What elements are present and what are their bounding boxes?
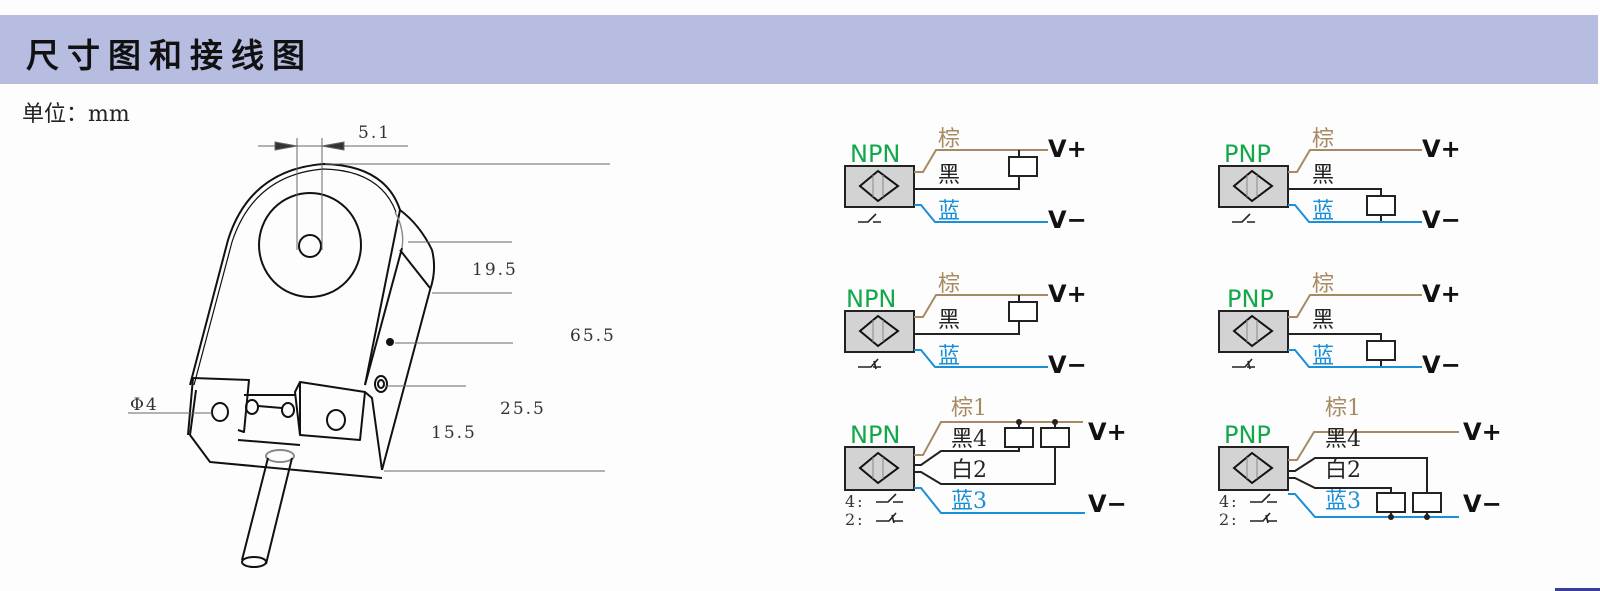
unit-label: 单位：mm <box>22 102 130 127</box>
wire-blue-label: 蓝 <box>1312 199 1334 224</box>
load-relay-2 <box>1040 427 1070 448</box>
wiring-diagram-pnp-4wire: PNP 棕1 黑4 白2 蓝3 V+ V− 4: 2: <box>1218 396 1502 529</box>
vminus-label: V− <box>1422 351 1461 379</box>
wire-black-label: 黑4 <box>1325 427 1361 452</box>
sensor-diamond-icon <box>1232 451 1274 485</box>
wire-brown-label: 棕 <box>938 127 960 152</box>
vminus-label: V− <box>1048 351 1087 379</box>
sensor-body-outline <box>189 163 401 386</box>
vplus-label: V+ <box>1088 418 1127 446</box>
vplus-label: V+ <box>1048 135 1087 163</box>
vplus-label: V+ <box>1422 280 1461 308</box>
type-label: PNP <box>1227 285 1274 313</box>
wire-brown-label: 棕 <box>1312 272 1334 297</box>
sensor-diamond-icon <box>1232 169 1274 203</box>
wire-black-label: 黑 <box>1312 163 1334 188</box>
switch-nc-label: 2: <box>1219 510 1239 529</box>
switch-nc-icon <box>858 358 881 370</box>
switch-nc-icon <box>876 512 903 524</box>
type-label: NPN <box>846 285 896 313</box>
wire-brown-label: 棕 <box>938 272 960 297</box>
type-label: PNP <box>1224 421 1271 449</box>
bottom-accent-bar <box>1555 588 1600 591</box>
switch-nc-icon <box>1232 358 1255 370</box>
type-label: PNP <box>1224 140 1271 168</box>
vminus-label: V− <box>1048 206 1087 234</box>
wire-black-label: 黑4 <box>951 427 987 452</box>
type-label: NPN <box>850 140 900 168</box>
sensor-diamond-icon <box>1232 314 1274 348</box>
switch-no-icon <box>858 213 881 223</box>
sensor-side-face <box>381 209 436 471</box>
switch-nc-icon <box>1250 512 1277 524</box>
load-relay <box>1366 340 1396 361</box>
switch-no-icon <box>1232 213 1255 223</box>
switch-no-icon <box>876 493 903 503</box>
load-relay-2 <box>1412 492 1442 513</box>
wire-black-label: 黑 <box>1312 308 1334 333</box>
switch-no-label: 4: <box>845 492 865 511</box>
vplus-label: V+ <box>1422 135 1461 163</box>
wire-brown-label: 棕 <box>1312 127 1334 152</box>
dim-hole-offset: 5.1 <box>358 123 391 143</box>
wire-black-label: 黑 <box>938 308 960 333</box>
switch-nc-label: 2: <box>845 510 865 529</box>
sensor-body-inner <box>193 168 397 386</box>
sensor-diamond-icon <box>858 314 900 348</box>
wire-blue-label: 蓝3 <box>951 489 987 514</box>
lens-circle <box>258 192 362 298</box>
wire-brown-label: 棕1 <box>1325 396 1361 421</box>
wire-blue-label: 蓝 <box>938 344 960 369</box>
load-relay <box>1008 156 1038 177</box>
vminus-label: V− <box>1422 206 1461 234</box>
wiring-diagram-npn-nc: NPN 棕 黑 蓝 V+ V− <box>844 272 1087 379</box>
vplus-label: V+ <box>1048 280 1087 308</box>
load-relay-1 <box>1004 427 1034 448</box>
dimension-drawing: 5.1 19.5 65.5 25.5 15.5 Φ4 <box>128 123 616 568</box>
wire-brown-label: 棕1 <box>951 396 987 421</box>
wire-black-label: 黑 <box>938 163 960 188</box>
vminus-label: V− <box>1088 490 1127 518</box>
wiring-diagram-pnp-no: PNP 棕 黑 蓝 V+ V− <box>1218 127 1461 234</box>
dim-hole-diameter: Φ4 <box>130 395 159 415</box>
type-label: NPN <box>850 421 900 449</box>
section-title: 尺寸图和接线图 <box>26 36 313 75</box>
dim-65-5: 65.5 <box>570 326 616 346</box>
wire-white-label: 白2 <box>951 458 987 483</box>
switch-no-label: 4: <box>1219 492 1239 511</box>
wire-blue-label: 蓝 <box>1312 344 1334 369</box>
wire-white-label: 白2 <box>1325 458 1361 483</box>
wiring-diagram-pnp-nc: PNP 棕 黑 蓝 V+ V− <box>1218 272 1461 379</box>
wiring-diagram-npn-4wire: NPN 棕1 黑4 白2 蓝3 V+ V− 4: 2: <box>844 396 1127 529</box>
vplus-label: V+ <box>1463 418 1502 446</box>
load-relay <box>1366 195 1396 216</box>
dim-19-5: 19.5 <box>472 260 518 280</box>
wiring-diagram-npn-no: NPN 棕 黑 蓝 V+ V− <box>844 127 1087 234</box>
load-relay <box>1008 301 1038 322</box>
wire-blue-label: 蓝3 <box>1325 489 1361 514</box>
sensor-diamond-icon <box>858 169 900 203</box>
dim-15-5: 15.5 <box>431 423 477 443</box>
center-hole <box>298 234 322 258</box>
dim-25-5: 25.5 <box>500 399 546 419</box>
wire-blue-label: 蓝 <box>938 199 960 224</box>
section-header: 尺寸图和接线图 <box>0 15 1598 84</box>
load-relay-1 <box>1376 492 1406 513</box>
switch-no-icon <box>1250 493 1277 503</box>
vminus-label: V− <box>1463 490 1502 518</box>
sensor-diamond-icon <box>858 451 900 485</box>
